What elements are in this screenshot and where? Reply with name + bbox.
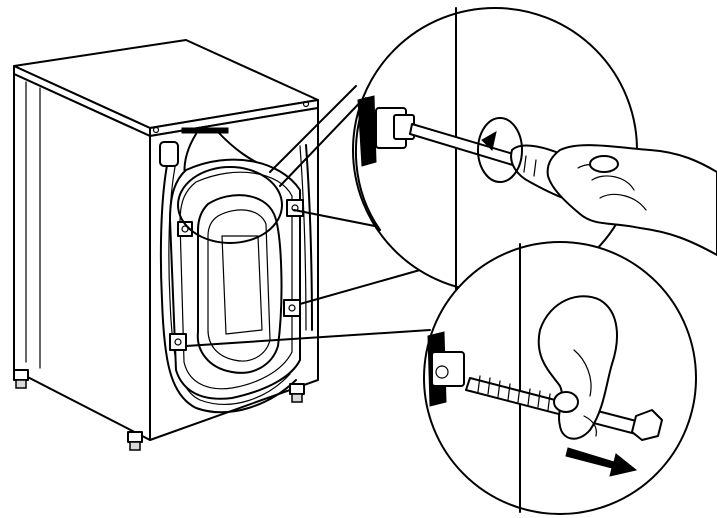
machine-feet (13, 369, 305, 451)
arrow-right-icon (565, 447, 638, 477)
drain-hose (159, 159, 297, 414)
detail-circle-bolt-removal (423, 241, 697, 515)
transit-bolt-top-right (286, 199, 304, 217)
transit-bolt-bottom-left (169, 333, 187, 351)
callout-ellipse (177, 166, 283, 244)
callout-rays (185, 85, 431, 347)
rotate-arrow-icon (477, 117, 523, 183)
transit-bolt-bottom-right (283, 299, 301, 317)
hand-pulling-bolt (537, 295, 618, 440)
hand-turning-screwdriver (546, 144, 717, 256)
washing-machine (13, 39, 319, 451)
detail-circle-screwdriver (352, 7, 717, 293)
machine-side-panel (13, 73, 151, 441)
rubber-mount (357, 95, 377, 167)
transit-bolt-top-left (177, 221, 193, 237)
counterweight (196, 194, 283, 374)
